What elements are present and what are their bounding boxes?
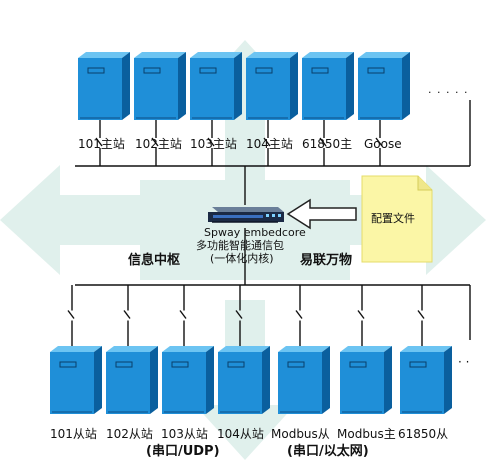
server-icon (190, 52, 242, 120)
gateway-device-icon (208, 207, 284, 223)
top-servers (78, 52, 410, 120)
switch-icon (123, 285, 131, 346)
bottom-label-modbus-slave: Modbus从 (271, 427, 330, 441)
top-label-goose: Goose (364, 137, 402, 151)
bottom-label-102: 102从站 (106, 427, 153, 441)
server-icon (218, 346, 270, 414)
bottom-servers (50, 346, 452, 414)
server-icon (340, 346, 392, 414)
switch-icon (319, 120, 327, 166)
config-note-label: 配置文件 (371, 212, 415, 225)
switch-icon (375, 120, 383, 166)
document-icon (361, 175, 433, 263)
bottom-label-modbus-master: Modbus主 (337, 427, 396, 441)
bottom-label-104: 104从站 (217, 427, 264, 441)
bottom-switches (67, 285, 425, 346)
top-label-102: 102主站 (135, 137, 182, 151)
top-bus (75, 100, 471, 167)
server-icon (358, 52, 410, 120)
gateway-desc: 多功能智能通信包 (196, 239, 284, 252)
switch-icon (263, 120, 271, 166)
bottom-group-right: (串口/以太网) (287, 444, 369, 459)
server-icon (50, 346, 102, 414)
switch-icon (357, 285, 365, 346)
top-label-101: 101主站 (78, 137, 125, 151)
bottom-label-103: 103从站 (161, 427, 208, 441)
switch-icon (295, 285, 303, 346)
switch-icon (235, 285, 243, 346)
server-icon (302, 52, 354, 120)
gateway-sub: (一体化内核) (210, 252, 274, 265)
server-icon (278, 346, 330, 414)
right-caption: 易联万物 (300, 253, 353, 268)
top-label-103: 103主站 (190, 137, 237, 151)
bottom-bus (75, 284, 471, 340)
gateway-name: Spway embedcore (204, 226, 306, 239)
top-ellipsis: · · · · · (428, 86, 469, 99)
top-label-61850: 61850主 (302, 137, 353, 151)
server-icon (246, 52, 298, 120)
bottom-label-101: 101从站 (50, 427, 97, 441)
server-icon (400, 346, 452, 414)
server-icon (134, 52, 186, 120)
bottom-group-left: (串口/UDP) (146, 444, 220, 459)
left-caption: 信息中枢 (128, 253, 181, 268)
server-icon (106, 346, 158, 414)
arrow-left-icon (286, 198, 357, 230)
switch-icon (95, 120, 103, 166)
switch-icon (179, 285, 187, 346)
server-icon (78, 52, 130, 120)
top-switches (95, 120, 383, 166)
bottom-ellipsis: · · (458, 355, 470, 369)
bg-arrow-left (0, 165, 160, 275)
server-icon (162, 346, 214, 414)
switch-icon (417, 285, 425, 346)
switch-icon (67, 285, 75, 346)
bottom-label-61850-slave: 61850从 (398, 427, 449, 441)
top-label-104: 104主站 (246, 137, 293, 151)
switch-icon (207, 120, 215, 166)
switch-icon (151, 120, 159, 166)
